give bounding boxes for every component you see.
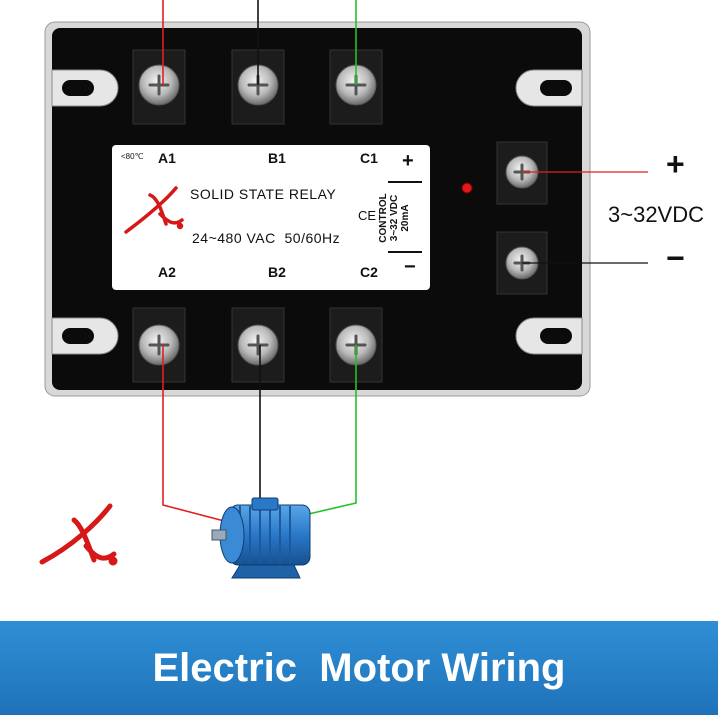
mounting-ear-bottom-right xyxy=(515,317,583,355)
control-spec: CONTROL 3~32 VDC 20mA xyxy=(378,190,438,246)
led-indicator-icon xyxy=(461,182,473,194)
control-spec-line: 3~32 VDC xyxy=(389,194,400,242)
label-plate xyxy=(112,145,430,290)
title-banner: Electric Motor Wiring xyxy=(0,621,718,715)
terminal-label-c1: C1 xyxy=(360,150,378,166)
brand-logo-icon xyxy=(39,503,118,566)
terminal-label-b2: B2 xyxy=(268,264,286,280)
plate-minus-sign: − xyxy=(404,256,416,278)
motor-icon xyxy=(211,497,311,579)
mounting-ear-top-right xyxy=(515,69,583,107)
temp-rating: <80℃ xyxy=(121,152,144,161)
terminal-label-a2: A2 xyxy=(158,264,176,280)
control-minus-label: − xyxy=(666,240,685,276)
control-voltage-label: 3~32VDC xyxy=(608,202,705,227)
terminal-label-b1: B1 xyxy=(268,150,286,166)
wire-phase-c xyxy=(299,0,357,517)
banner-title: Electric Motor Wiring xyxy=(152,646,566,690)
terminal-label-c2: C2 xyxy=(360,264,378,280)
relay-logo-icon xyxy=(124,186,184,234)
control-spec-line: CONTROL xyxy=(378,193,389,243)
plate-plus-sign: + xyxy=(402,150,414,172)
wire-phase-b xyxy=(257,0,261,500)
mounting-ear-top-left xyxy=(51,69,119,107)
relay-title: SOLID STATE RELAY xyxy=(190,186,337,202)
control-plus-label: + xyxy=(666,146,685,182)
mounting-ear-bottom-left xyxy=(51,317,119,355)
ce-mark: CE xyxy=(358,208,377,223)
relay-rating: 24~480 VAC 50/60Hz xyxy=(192,230,341,246)
wire-control xyxy=(522,171,648,264)
control-spec-line: 20mA xyxy=(400,204,411,232)
terminal-label-a1: A1 xyxy=(158,150,176,166)
wire-phase-a xyxy=(162,0,229,523)
